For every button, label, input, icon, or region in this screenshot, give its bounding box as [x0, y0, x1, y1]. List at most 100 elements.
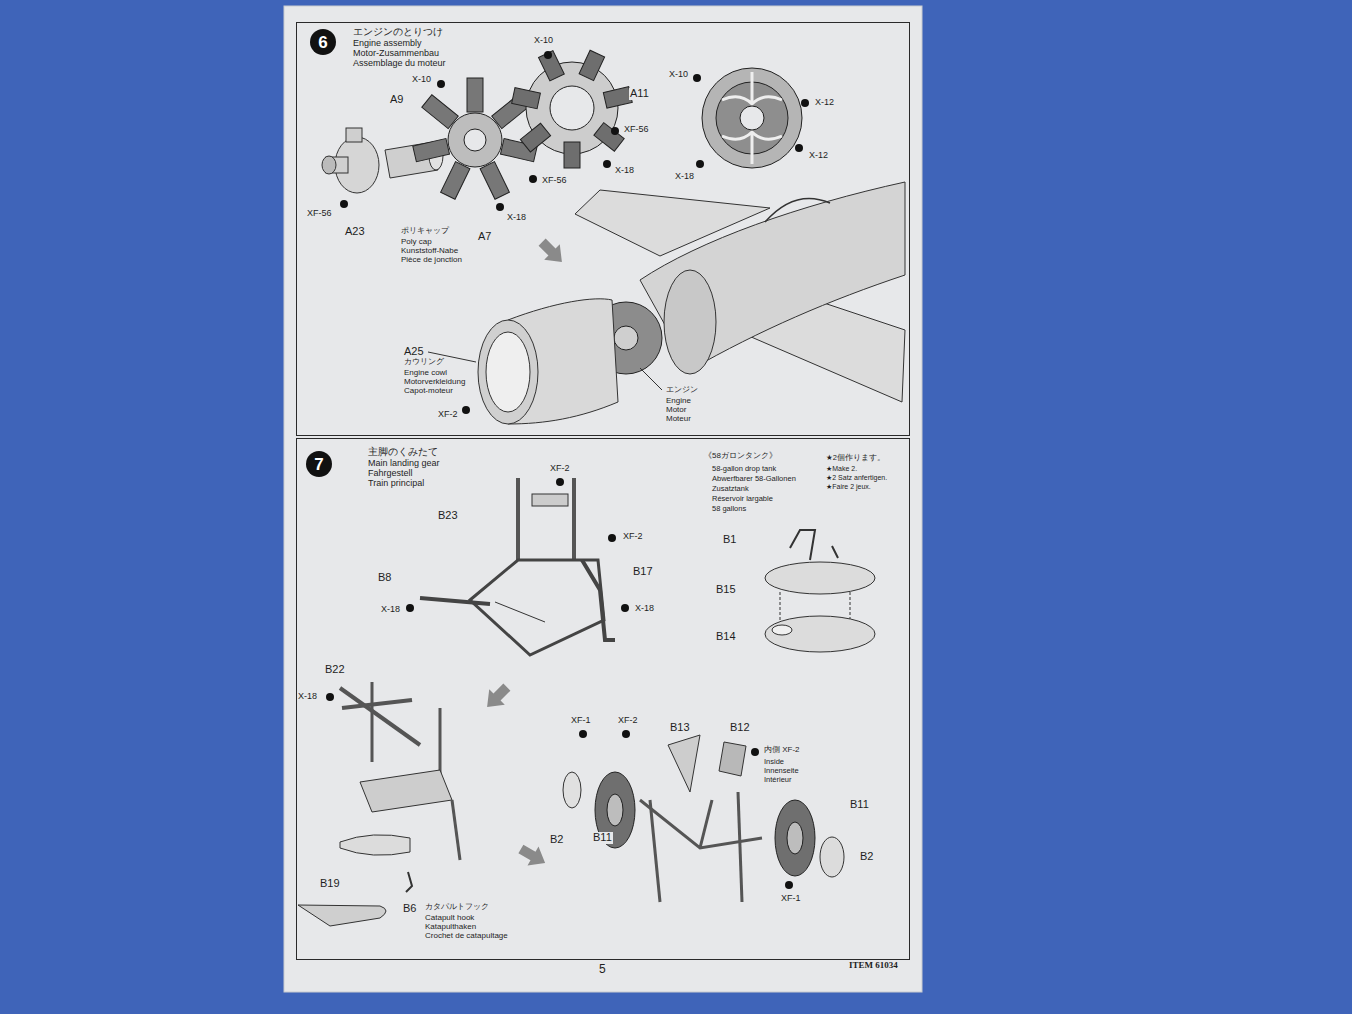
- engine-cowl: [478, 320, 538, 424]
- guide-line: [495, 602, 545, 622]
- part-number: B6: [402, 903, 417, 915]
- callout-text: Capot-moteur: [403, 387, 454, 395]
- part-number: B13: [669, 722, 691, 734]
- paint-code: XF-56: [541, 176, 568, 185]
- retraction-bar: [340, 688, 420, 745]
- rear-view-hub: [740, 106, 764, 130]
- intake-pipes: [722, 72, 782, 164]
- callout-text: ★2 Satz anfertigen.: [825, 474, 888, 481]
- part-number: B11: [849, 799, 870, 811]
- gear-door: [668, 735, 700, 792]
- part-number: B12: [729, 722, 751, 734]
- part-number: B17: [632, 566, 654, 578]
- paint-code: XF-2: [549, 464, 571, 473]
- cylinder: [579, 50, 604, 80]
- retraction-bar: [342, 700, 412, 708]
- guide-line: [850, 592, 851, 622]
- part-number: A23: [344, 226, 366, 238]
- callout-text: Engine cowl: [403, 369, 448, 377]
- callout-text: カタパルトフック: [424, 903, 490, 911]
- tank-pylon: [790, 530, 838, 560]
- crankcase: [448, 113, 502, 167]
- callout-text: ★Faire 2 jeux.: [825, 483, 872, 490]
- paint-dot: [326, 693, 334, 701]
- step-number: 6: [310, 29, 336, 55]
- paint-dot: [340, 200, 348, 208]
- wheel-hub: [787, 822, 803, 854]
- step-title: 主脚のくみたて: [368, 446, 440, 458]
- cylinder: [520, 123, 550, 152]
- callout-text: Catapult hook: [424, 914, 475, 922]
- paint-dot: [801, 99, 809, 107]
- gear-strut: [516, 478, 520, 560]
- step-number-text: 6: [318, 34, 327, 51]
- paint-code: X-18: [674, 172, 695, 181]
- paint-dot: [622, 730, 630, 738]
- gear-frame: [470, 560, 604, 655]
- cylinder: [603, 87, 632, 108]
- step-panel: エンジンのとりつけEngine assemblyMotor-Zusammenba…: [296, 22, 910, 436]
- part-number: A9: [389, 94, 404, 106]
- firewall: [664, 270, 716, 374]
- fairing-part: [298, 905, 386, 926]
- paint-dot: [696, 160, 704, 168]
- gear-strut: [371, 682, 374, 762]
- callout-text: Zusatztank: [711, 485, 750, 493]
- part-number: B22: [324, 664, 346, 676]
- heading-block: エンジンのとりつけEngine assemblyMotor-Zusammenba…: [353, 26, 446, 68]
- step-title-translation: Motor-Zusammenbau: [353, 48, 446, 58]
- step-arrow: [479, 679, 514, 714]
- paint-code: X-18: [614, 166, 635, 175]
- callout-text: Engine: [665, 397, 692, 405]
- paint-code: X-12: [814, 98, 835, 107]
- step-title-translation: Main landing gear: [368, 458, 440, 468]
- part-number: A25: [403, 346, 425, 358]
- part-number: B19: [319, 878, 341, 890]
- engine-rear-view: [702, 68, 802, 168]
- gear-frame: [640, 800, 762, 848]
- callout-text: Réservoir largable: [711, 495, 774, 503]
- guide-line: [780, 592, 781, 622]
- rear-view-disc: [702, 68, 802, 168]
- gear-arm: [420, 598, 490, 604]
- cylinder: [564, 142, 580, 168]
- step-number-text: 7: [314, 456, 323, 473]
- paint-code: X-10: [533, 36, 554, 45]
- engine-in-place: [614, 326, 638, 350]
- gear-bay: [360, 770, 452, 812]
- callout-text: Motor: [665, 406, 687, 414]
- callout-text: Motorverkleidung: [403, 378, 466, 386]
- paper-sheet: [284, 6, 922, 992]
- paint-dot: [437, 80, 445, 88]
- rear-disc-hole: [550, 86, 594, 130]
- callout-text: 内側 XF-2: [763, 746, 801, 754]
- part-number: B15: [715, 584, 737, 596]
- paint-code: X-10: [668, 70, 689, 79]
- paint-dot: [611, 127, 619, 135]
- callout-text: エンジン: [665, 386, 699, 394]
- paint-code: XF-56: [623, 125, 650, 134]
- gear-door: [719, 742, 746, 776]
- paint-dot: [795, 144, 803, 152]
- canopy: [765, 198, 830, 222]
- fairing-part: [340, 835, 410, 855]
- page-number: 5: [598, 963, 607, 976]
- paint-dots: [326, 51, 809, 889]
- wheel-hub-cap: [563, 772, 581, 808]
- callout-text: Innenseite: [763, 767, 800, 775]
- paint-dot: [462, 406, 470, 414]
- callout-text: Intérieur: [763, 776, 793, 784]
- paint-dot: [693, 74, 701, 82]
- part-number: B1: [722, 534, 737, 546]
- paint-dot: [556, 478, 564, 486]
- step-number-holder: 6: [310, 29, 336, 55]
- crankcase-hole: [464, 129, 486, 151]
- callout-text: 58 gallons: [711, 505, 747, 513]
- paint-code: X-18: [506, 213, 527, 222]
- cylinder: [422, 95, 458, 129]
- step-panel: 主脚のくみたてMain landing gearFahrgestellTrain…: [296, 438, 910, 960]
- callout-text: ポリキャップ: [400, 227, 450, 235]
